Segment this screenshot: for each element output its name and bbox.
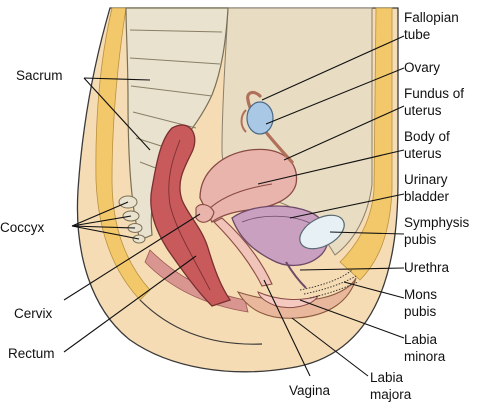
ovary-ligament: [240, 109, 247, 133]
label-rectum: Rectum: [8, 346, 55, 361]
rectum-inner-fold: [168, 139, 211, 291]
leader-urinary-bladder: [289, 193, 405, 219]
label-ovary: Ovary: [404, 60, 440, 75]
leader-urethra: [299, 267, 405, 271]
fallopian-tube: [246, 90, 294, 164]
front-fat-layer: [339, 7, 393, 281]
label-symphysis-pubis: Symphysis pubis: [404, 215, 473, 247]
label-sacrum: Sacrum: [16, 68, 63, 83]
leader-labia-minora: [299, 299, 405, 339]
leader-coccyx-2: [71, 215, 132, 227]
leader-ovary: [265, 67, 405, 125]
mons-pubis-hair: [299, 269, 359, 299]
ovary: [246, 101, 274, 135]
leader-vagina: [263, 279, 311, 377]
leader-coccyx-3: [71, 225, 136, 229]
label-fundus-of-uterus: Fundus of uterus: [404, 86, 468, 118]
label-cervix: Cervix: [14, 306, 53, 321]
leader-sacrum-2: [83, 77, 151, 151]
label-body-of-uterus: Body of uterus: [404, 129, 454, 161]
leader-sacrum: [83, 77, 151, 81]
label-fallopian-tube: Fallopian tube: [404, 10, 463, 42]
leader-symphysis: [329, 231, 405, 235]
labia-minora: [257, 291, 320, 309]
leader-lines: [63, 35, 405, 377]
label-urethra: Urethra: [404, 260, 450, 275]
label-urinary-bladder: Urinary bladder: [404, 172, 451, 204]
leader-mons: [343, 281, 405, 299]
cervix: [195, 203, 215, 223]
label-vagina: Vagina: [289, 383, 331, 398]
uterus: [199, 148, 298, 223]
leader-body-of-uterus: [257, 149, 405, 185]
vagina-passage: [213, 217, 273, 287]
leader-rectum: [63, 255, 197, 353]
buttock-contour: [139, 299, 263, 345]
leader-labia-majora: [291, 317, 369, 377]
bladder-wall: [241, 215, 313, 225]
label-labia-majora: Labia majora: [370, 370, 412, 402]
labels: Sacrum Coccyx Cervix Rectum Vagina Fallo…: [0, 10, 473, 402]
urethra-passage: [285, 261, 307, 289]
leader-cervix: [63, 213, 201, 301]
symphysis-pubis: [299, 214, 345, 250]
leader-fundus: [283, 105, 405, 161]
label-coccyx: Coccyx: [0, 220, 45, 235]
leader-coccyx-1: [71, 201, 129, 227]
uterus-cavity: [207, 183, 273, 211]
leader-fallopian-tube: [261, 35, 405, 101]
label-labia-minora: Labia minora: [404, 332, 446, 364]
leader-coccyx-4: [71, 225, 140, 240]
label-mons-pubis: Mons pubis: [404, 287, 441, 319]
